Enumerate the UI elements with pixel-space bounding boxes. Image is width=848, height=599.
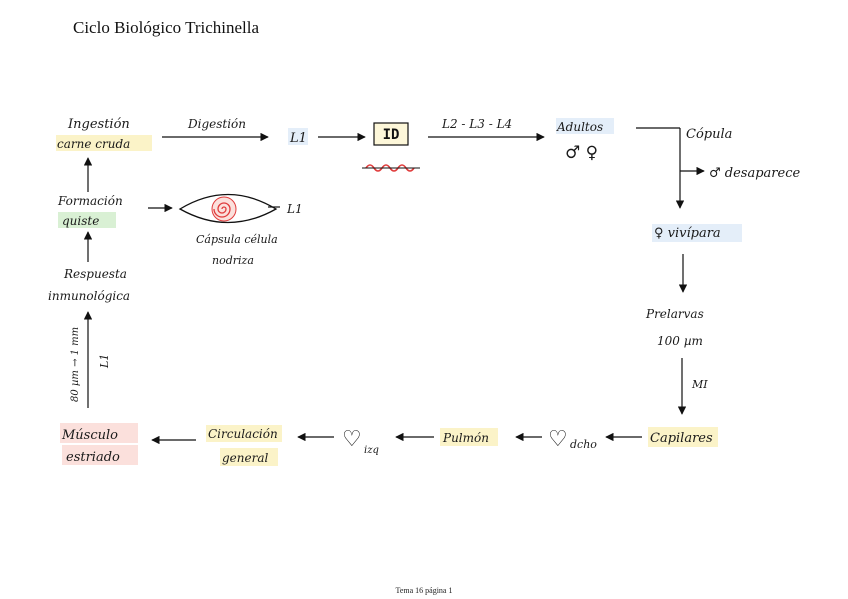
heart-left-icon: ♡ — [342, 427, 362, 452]
id-box — [373, 122, 409, 146]
heart-right-icon: ♡ — [548, 427, 568, 452]
highlight-l1 — [288, 128, 308, 145]
ingestion-label: Ingestión — [67, 117, 130, 132]
l1-label-vertical: L1 — [98, 354, 111, 369]
highlight-pulmon — [440, 428, 498, 446]
l1-label-top: L1 — [289, 131, 307, 146]
pulmon-label: Pulmón — [442, 431, 489, 445]
macho-desaparece-label: ♂ desaparece — [709, 166, 800, 181]
highlight-carne-cruda — [56, 135, 152, 151]
respuesta-label: Respuesta — [63, 267, 127, 281]
capilares-label: Capilares — [650, 431, 713, 446]
general-label: general — [222, 451, 269, 465]
capsule-outline — [178, 193, 278, 224]
page-footer: Tema 16 página 1 — [395, 586, 453, 595]
corazon-dcho-label: dcho — [570, 438, 597, 451]
highlight-estriado — [62, 445, 138, 465]
highlight-capilares — [648, 427, 718, 447]
circulacion-label: Circulación — [208, 427, 278, 441]
highlight-vivipara — [652, 224, 742, 242]
quiste-label: quiste — [62, 214, 99, 228]
corazon-izq-label: izq — [364, 445, 379, 456]
inmunologica-label: inmunológica — [48, 289, 130, 303]
adultos-label: Adultos — [556, 120, 603, 134]
carne-cruda-label: carne cruda — [57, 137, 130, 151]
musculo-label: Músculo — [61, 428, 118, 443]
hembra-vivipara-label: ♀ vivípara — [654, 226, 721, 241]
capsula-label: Cápsula célula — [196, 233, 278, 246]
highlight-general — [220, 448, 278, 466]
prelarvas-label: Prelarvas — [645, 307, 704, 321]
capsule-cell — [211, 196, 237, 222]
l2-l3-l4-label: L2 - L3 - L4 — [441, 117, 512, 131]
adultos-sexes: ♂ ♀ — [565, 143, 598, 163]
highlight-musculo — [60, 423, 138, 443]
formacion-label: Formación — [57, 194, 123, 208]
l1-label-capsule: L1 — [286, 202, 303, 216]
id-label: ID — [383, 127, 400, 143]
mi-label: MI — [691, 378, 708, 391]
prelarvas-size: 100 µm — [657, 334, 703, 348]
page-title: Ciclo Biológico Trichinella — [73, 18, 260, 37]
highlight-adultos — [556, 118, 614, 134]
nodriza-label: nodriza — [212, 254, 254, 267]
capsule-larva-icon — [213, 202, 231, 218]
size-label: 80 µm → 1 mm — [70, 327, 81, 402]
highlight-circulacion — [206, 425, 282, 442]
estriado-label: estriado — [66, 450, 120, 465]
highlight-quiste — [58, 212, 116, 228]
copula-label: Cópula — [686, 127, 732, 142]
digestion-label: Digestión — [187, 117, 246, 131]
